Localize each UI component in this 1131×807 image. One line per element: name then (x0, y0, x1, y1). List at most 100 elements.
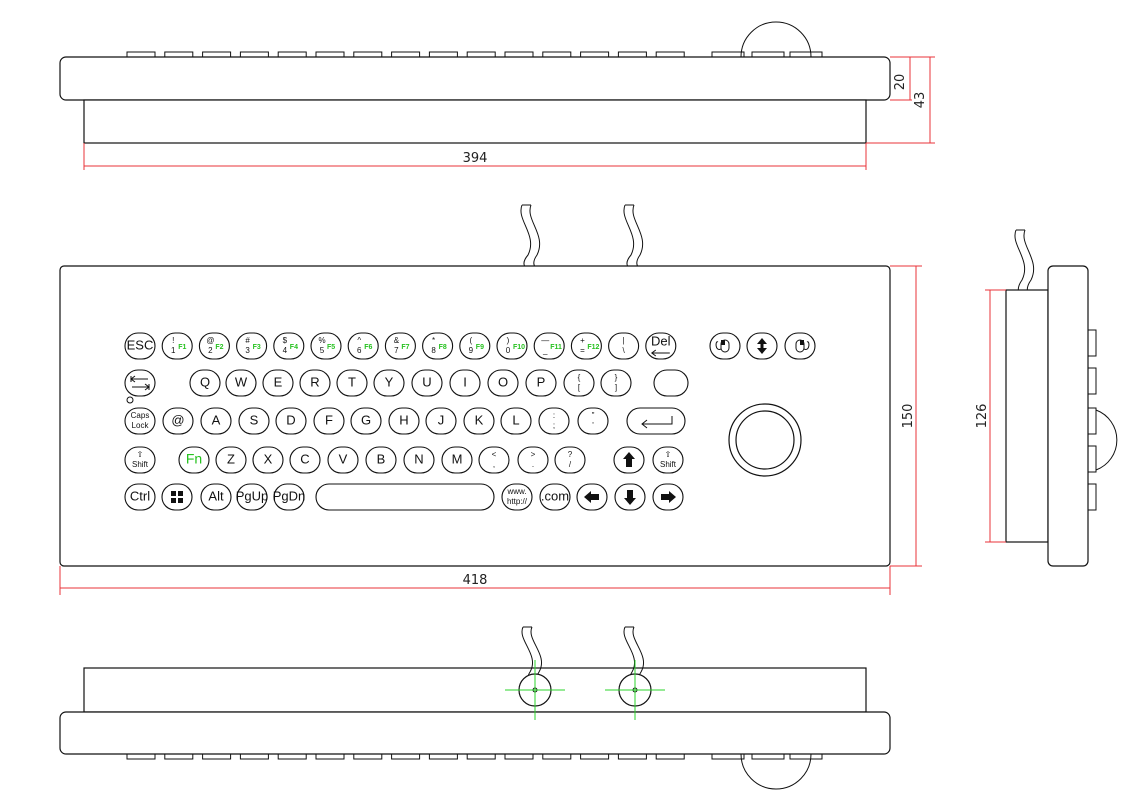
key-symbol[interactable]: >. (517, 446, 549, 474)
key-fn-label: F1 (178, 344, 186, 351)
key-blank[interactable] (315, 483, 495, 511)
key-symbol[interactable]: <, (478, 446, 510, 474)
key-t[interactable]: T (336, 369, 368, 397)
key-symbol[interactable]: :; (538, 407, 570, 435)
key-label: ESC (127, 337, 154, 352)
key-top-label: @ (206, 336, 214, 345)
key-x[interactable]: X (252, 446, 284, 474)
bottom-view (59, 626, 891, 790)
trackball-icon[interactable] (735, 410, 795, 470)
key-j[interactable]: J (425, 407, 457, 435)
key-n[interactable]: N (403, 446, 435, 474)
key-com[interactable]: .com (539, 483, 571, 511)
key-arrow-right-icon[interactable] (652, 483, 684, 511)
keytop (711, 753, 745, 760)
key-label: PgUp (236, 488, 269, 503)
key-r[interactable]: R (299, 369, 331, 397)
key-symbol[interactable]: @ (162, 407, 194, 435)
key-bottom-label: 3 (245, 346, 250, 355)
key-arrow-left-icon[interactable] (576, 483, 608, 511)
key-shift[interactable]: ⇧Shift (652, 446, 684, 474)
key-pgdn[interactable]: PgDn (273, 483, 306, 511)
side-frame (1047, 265, 1089, 567)
key-bottom-label: [ (578, 383, 581, 392)
key-bottom-label: 1 (171, 346, 176, 355)
key-http[interactable]: www.http:// (501, 483, 533, 511)
key-s[interactable]: S (238, 407, 270, 435)
key-top-label: } (615, 373, 618, 382)
arrow-right-icon (661, 491, 676, 503)
key-label: .com (541, 488, 569, 503)
key-u[interactable]: U (411, 369, 443, 397)
key-k[interactable]: K (463, 407, 495, 435)
keytop (277, 753, 307, 760)
key-p[interactable]: P (525, 369, 557, 397)
mouse-button-1[interactable] (709, 332, 741, 360)
keytop (504, 753, 534, 760)
key-l[interactable]: L (500, 407, 532, 435)
key-o[interactable]: O (487, 369, 519, 397)
key-arrow-down-icon[interactable] (614, 483, 646, 511)
key-e[interactable]: E (262, 369, 294, 397)
key-m[interactable]: M (441, 446, 473, 474)
key-symbol[interactable]: |\ (608, 332, 640, 360)
key-fn-label: F7 (401, 344, 409, 351)
key-top-label: www. (506, 487, 526, 496)
key-esc[interactable]: ESC (124, 332, 156, 360)
key-windows-logo-icon[interactable] (161, 483, 193, 511)
key-blank[interactable] (653, 369, 689, 397)
key-f11[interactable]: —_F11 (533, 332, 565, 360)
key-z[interactable]: Z (215, 446, 247, 474)
key-symbol[interactable]: {[ (563, 369, 595, 397)
key-f12[interactable]: +=F12 (570, 332, 602, 360)
key-d[interactable]: D (275, 407, 307, 435)
key-a[interactable]: A (200, 407, 232, 435)
mouse-button-3[interactable] (784, 332, 816, 360)
keytop (542, 753, 572, 760)
key-arrow-up-icon[interactable] (613, 446, 645, 474)
key-g[interactable]: G (350, 407, 382, 435)
key-q[interactable]: Q (189, 369, 221, 397)
keytop (542, 51, 572, 58)
keytop (655, 51, 685, 58)
key-del-backspace-arrow-icon[interactable]: Del (645, 332, 677, 360)
key-shift[interactable]: ⇧Shift (124, 446, 156, 474)
key-symbol[interactable]: ?/ (554, 446, 586, 474)
key-w[interactable]: W (225, 369, 257, 397)
key-alt[interactable]: Alt (200, 483, 232, 511)
key-symbol[interactable]: "' (577, 407, 609, 435)
key-ctrl[interactable]: Ctrl (124, 483, 156, 511)
key-label: G (361, 412, 371, 427)
key-symbol[interactable]: }] (600, 369, 632, 397)
cable-2 (623, 204, 635, 269)
key-label: L (512, 412, 519, 427)
key-i[interactable]: I (449, 369, 481, 397)
key-top-label: # (245, 336, 250, 345)
key-pgup[interactable]: PgUp (236, 483, 269, 511)
key-fn[interactable]: Fn (178, 446, 210, 474)
key-tab-arrow-icon[interactable] (124, 369, 156, 397)
key-h[interactable]: H (388, 407, 420, 435)
key-enter-arrow-icon[interactable] (626, 407, 686, 435)
key-f[interactable]: F (313, 407, 345, 435)
key-v[interactable]: V (327, 446, 359, 474)
key-y[interactable]: Y (373, 369, 405, 397)
key-b[interactable]: B (365, 446, 397, 474)
key-bottom-label: _ (542, 346, 548, 355)
key-c[interactable]: C (289, 446, 321, 474)
key-label: H (399, 412, 408, 427)
keytop (126, 51, 156, 58)
key-top-label: $ (283, 336, 288, 345)
mouse-button-2[interactable] (746, 332, 778, 360)
